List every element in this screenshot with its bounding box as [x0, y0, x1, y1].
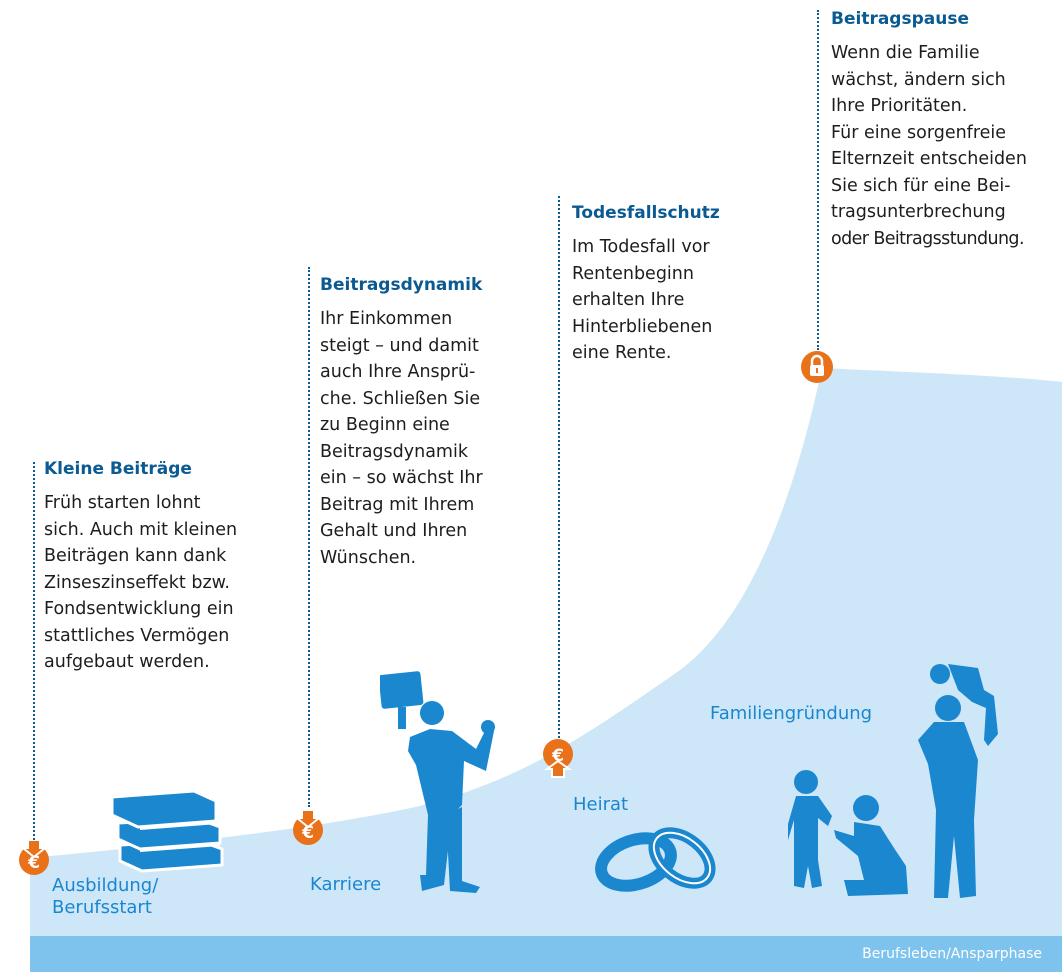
milestone-line: Für eine sorgenfreie [831, 122, 1007, 143]
euro-down-icon: € [293, 810, 323, 845]
svg-text:€: € [27, 853, 40, 873]
milestone-line: ein – so wächst Ihr [320, 468, 483, 488]
milestone-line: Zinseszinseffekt bzw. [44, 572, 230, 593]
milestone-line: Wünschen. [320, 547, 417, 568]
milestone-line: oder Beitragsstundung. [831, 228, 1025, 249]
milestone-line: steigt – und damit [320, 335, 479, 356]
milestone-line: eine Rente. [572, 343, 672, 363]
stage-heirat: Heirat [573, 794, 629, 815]
milestone-beitragspause: Beitragspause Wenn die Familie wächst, ä… [831, 8, 1062, 252]
milestone-kleine-beitraege: Kleine Beiträge Früh starten lohnt sich.… [44, 458, 284, 676]
milestone-line: Sie sich für eine Bei- [831, 175, 1011, 196]
milestone-body: Früh starten lohnt sich. Auch mit kleine… [44, 490, 284, 676]
lock-icon [801, 351, 833, 383]
milestone-line: Beitrag mit Ihrem [320, 494, 475, 515]
milestone-line: aufgebaut werden. [44, 652, 210, 672]
stage-familiengruendung: Familiengründung [710, 703, 873, 724]
businessman-icon [380, 671, 495, 893]
milestone-line: stattliches Vermögen [44, 625, 230, 646]
milestone-line: auch Ihre Ansprü- [320, 362, 476, 382]
milestone-line: Ihr Einkommen [320, 309, 453, 329]
connector-line-2 [308, 267, 310, 807]
milestone-line: sich. Auch mit kleinen [44, 519, 238, 540]
milestone-line: erhalten Ihre [572, 290, 685, 310]
milestone-line: Hinterbliebenen [572, 316, 713, 337]
milestone-beitragsdynamik: Beitragsdynamik Ihr Einkommen steigt – u… [320, 274, 520, 571]
milestone-title: Todesfallschutz [572, 203, 720, 223]
milestone-body: Im Todesfall vor Rentenbeginn erhalten I… [572, 234, 752, 367]
milestone-line: Früh starten lohnt [44, 493, 201, 513]
milestone-body: Wenn die Familie wächst, ändern sich Ihr… [831, 40, 1062, 252]
milestone-line: che. Schließen Sie [320, 388, 481, 409]
milestone-line: Fondsentwicklung ein [44, 599, 234, 619]
milestone-line: Beiträgen kann dank [44, 546, 227, 566]
stage-label-line: Ausbildung/ [52, 875, 159, 896]
milestone-title: Beitragsdynamik [320, 275, 483, 295]
milestone-todesfallschutz: Todesfallschutz Im Todesfall vor Rentenb… [572, 202, 752, 367]
books-icon [110, 789, 224, 873]
phase-label: Berufsleben/Ansparphase [862, 946, 1042, 962]
connector-line-4 [817, 10, 819, 350]
milestone-line: Elternzeit entscheiden [831, 149, 1027, 169]
milestone-line: Gehalt und Ihren [320, 521, 468, 541]
milestone-line: Wenn die Familie [831, 43, 980, 63]
connector-line-3 [558, 196, 560, 738]
family-icon [788, 664, 998, 898]
rings-icon [595, 827, 716, 892]
euro-down-icon: € [19, 840, 49, 875]
milestone-title: Beitragspause [831, 9, 969, 29]
milestone-body: Ihr Einkommen steigt – und damit auch Ih… [320, 306, 520, 571]
stage-label-line: Berufsstart [52, 897, 152, 918]
phase-bar: Berufsleben/Ansparphase [30, 936, 1062, 972]
svg-text:€: € [301, 823, 314, 843]
milestone-line: Im Todesfall vor [572, 237, 710, 257]
stage-ausbildung: Ausbildung/ Berufsstart [52, 875, 158, 919]
milestone-line: Rentenbeginn [572, 263, 694, 284]
milestone-line: wächst, ändern sich [831, 69, 1006, 90]
svg-text:€: € [551, 746, 564, 766]
milestone-line: Beitragsdynamik [320, 441, 468, 462]
milestone-title: Kleine Beiträge [44, 459, 192, 479]
milestone-line: Ihre Prioritäten. [831, 96, 968, 116]
milestone-line: tragsunterbrechung [831, 202, 1006, 222]
stage-karriere: Karriere [310, 874, 382, 895]
connector-line-1 [33, 462, 35, 844]
euro-up-icon: € [543, 739, 573, 778]
milestone-line: zu Beginn eine [320, 415, 450, 435]
